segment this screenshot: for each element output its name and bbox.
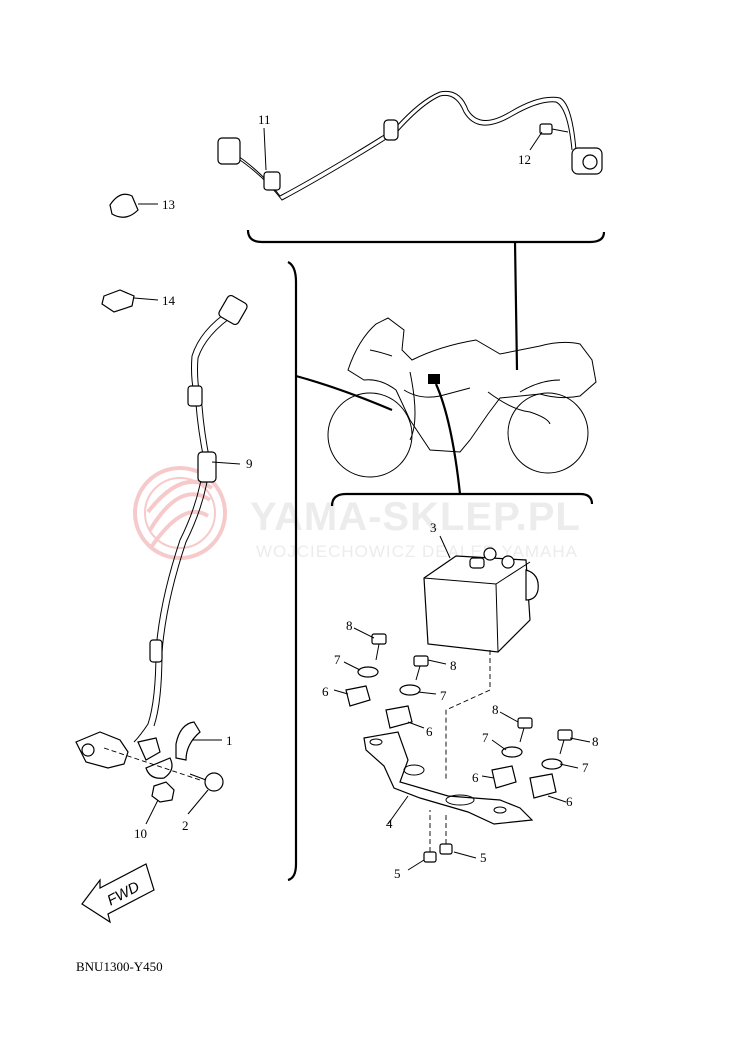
watermark: YAMA-SKLEP.PL WOJCIECHOWICZ DEALER YAMAH… bbox=[133, 466, 581, 561]
callout-5-left: 5 bbox=[394, 866, 401, 881]
callout-12: 12 bbox=[518, 152, 531, 167]
callout-6-b: 6 bbox=[426, 724, 433, 739]
callout-7-a: 7 bbox=[334, 652, 341, 667]
collar-7-left bbox=[357, 666, 379, 678]
fwd-arrow-icon: FWD bbox=[81, 863, 155, 924]
sensor-part-1 bbox=[175, 721, 201, 761]
callout-6-c: 6 bbox=[472, 770, 479, 785]
callout-9: 9 bbox=[246, 456, 253, 471]
callout-6-a: 6 bbox=[322, 684, 329, 699]
leader-lines bbox=[133, 127, 591, 871]
callout-10: 10 bbox=[134, 826, 147, 841]
bolt-8-right-b bbox=[557, 729, 573, 755]
watermark-subtitle: WOJCIECHOWICZ DEALER YAMAHA bbox=[256, 542, 578, 561]
rear-sensor-lead bbox=[217, 90, 603, 201]
abs-unit bbox=[423, 547, 539, 653]
grommet-6-left bbox=[345, 685, 371, 707]
abs-bracket-4 bbox=[363, 731, 534, 825]
callout-6-d: 6 bbox=[566, 794, 573, 809]
bolt-8-mid bbox=[413, 655, 429, 681]
collar-10 bbox=[151, 781, 175, 803]
top-assembly-bracket bbox=[246, 229, 606, 371]
grommet-6-mid bbox=[385, 705, 413, 729]
callout-8-b: 8 bbox=[450, 658, 457, 673]
callout-7-d: 7 bbox=[582, 760, 589, 775]
callout-3: 3 bbox=[430, 520, 437, 535]
bolt-2 bbox=[189, 772, 224, 792]
callout-14: 14 bbox=[162, 293, 176, 308]
bolt-12 bbox=[539, 123, 569, 135]
front-sensor-dash bbox=[103, 747, 201, 781]
collar-7-right-a bbox=[501, 746, 523, 758]
callout-2: 2 bbox=[182, 818, 189, 833]
abs-section-bracket bbox=[330, 492, 594, 507]
callout-8-a: 8 bbox=[346, 618, 353, 633]
callout-7-b: 7 bbox=[440, 688, 447, 703]
grommet-6-right-b bbox=[529, 773, 557, 799]
bolt-8-left bbox=[371, 633, 387, 661]
callout-1: 1 bbox=[226, 733, 233, 748]
motorcycle-silhouette bbox=[327, 317, 597, 478]
pointer-lines bbox=[295, 374, 462, 495]
watermark-title: YAMA-SKLEP.PL bbox=[250, 495, 581, 539]
collar-7-mid bbox=[399, 684, 421, 696]
collar-7-right-b bbox=[541, 758, 563, 770]
diagram-code: BNU1300-Y450 bbox=[76, 959, 163, 974]
callout-4: 4 bbox=[386, 816, 393, 831]
grommet-6-right-a bbox=[491, 765, 517, 789]
clamp-14 bbox=[101, 289, 135, 313]
front-sensor-lead bbox=[133, 294, 248, 743]
callout-13: 13 bbox=[162, 197, 175, 212]
bolt-5-dash bbox=[429, 810, 447, 852]
lower-assembly-bracket bbox=[287, 261, 298, 882]
callout-5-right: 5 bbox=[480, 850, 487, 865]
callout-7-c: 7 bbox=[482, 730, 489, 745]
callout-8-d: 8 bbox=[592, 734, 599, 749]
bolt-5-left bbox=[423, 851, 437, 863]
callout-8-c: 8 bbox=[492, 702, 499, 717]
front-sensor-head bbox=[75, 731, 173, 779]
callout-11: 11 bbox=[258, 112, 271, 127]
bolt-8-right-a bbox=[517, 717, 533, 743]
clamp-13 bbox=[109, 193, 139, 218]
callout-labels: 11 12 13 14 9 3 1 2 10 4 5 5 8 8 8 8 7 7… bbox=[134, 112, 599, 881]
abs-unit-dash bbox=[445, 650, 491, 780]
bolt-5-right bbox=[439, 843, 453, 855]
